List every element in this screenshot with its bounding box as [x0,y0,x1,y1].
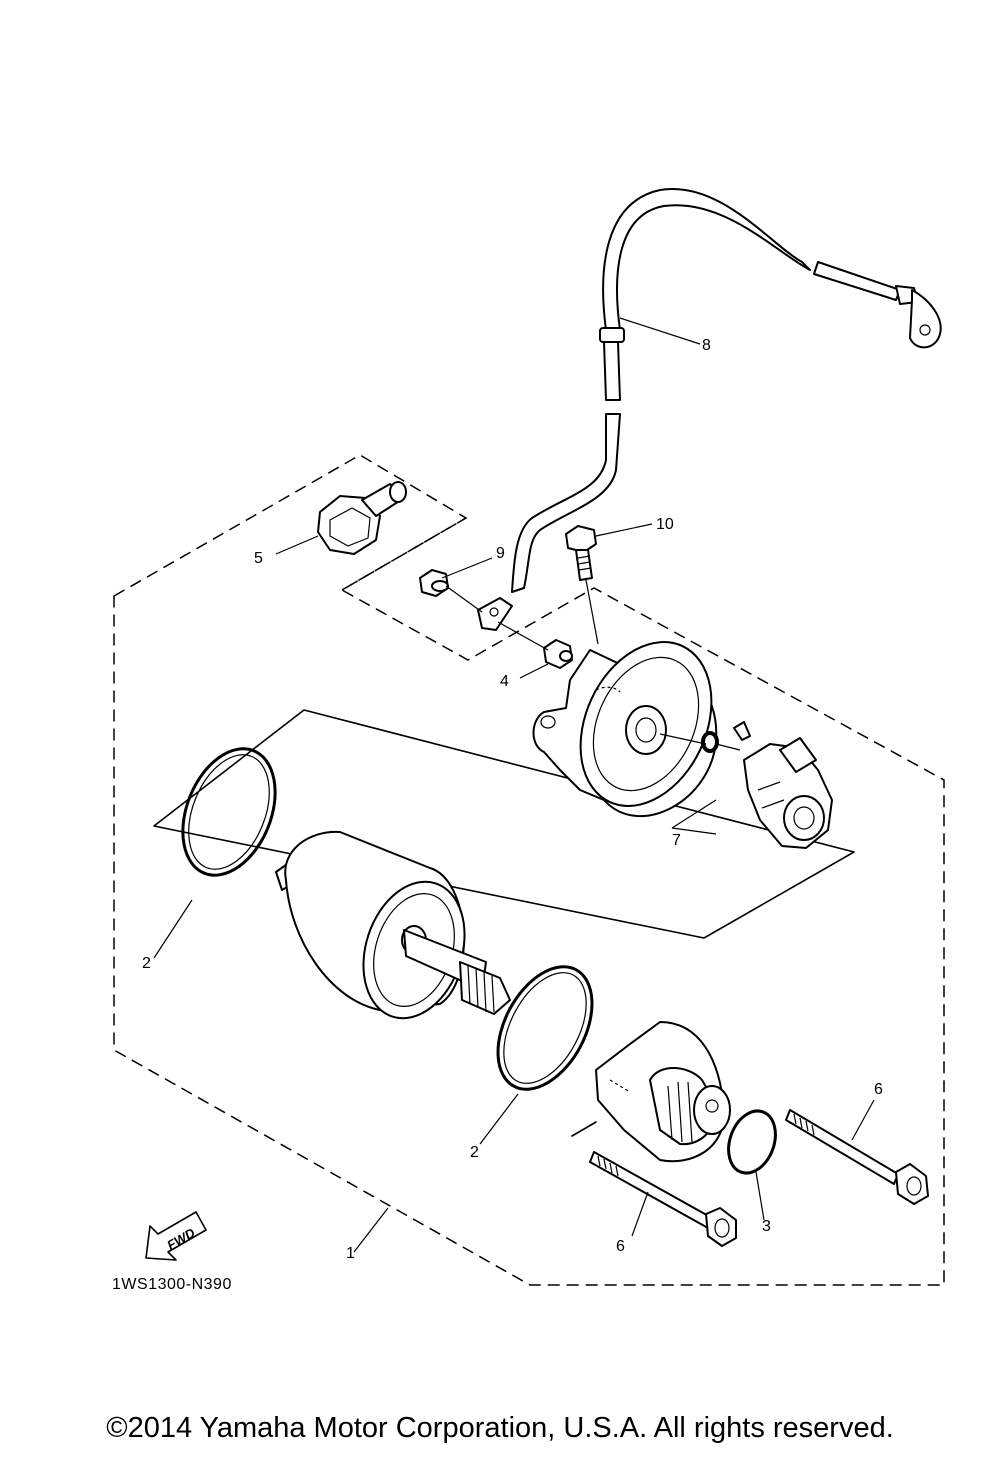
small-o-ring [701,731,719,753]
alignment-lines [445,579,741,751]
callout-9: 9 [496,545,505,562]
copyright-notice: ©2014 Yamaha Motor Corporation, U.S.A. A… [106,1412,894,1444]
callout-2-lower: 2 [470,1144,479,1161]
assembly-outline-main [113,454,945,1286]
starter-yoke-body [275,830,511,1020]
o-ring-part-3 [727,1109,777,1175]
leader-lines [153,317,875,1253]
o-ring-part-2-lower [496,965,594,1091]
callout-3: 3 [762,1218,771,1235]
long-bolt-part-6-lower [589,1151,737,1247]
callout-6-lower: 6 [616,1238,625,1255]
tool-part-5 [317,481,407,555]
armature-group-bracket [153,709,855,939]
end-cover-bracket [571,1121,597,1137]
diagram-code: 1WS1300-N390 [112,1276,232,1293]
o-ring-part-2-upper [181,747,277,877]
nut-part-4 [543,639,573,669]
cable-lead-wire [511,187,942,593]
callout-5: 5 [254,550,263,567]
callout-6-upper: 6 [874,1081,883,1098]
front-bracket-housing [532,641,718,818]
callout-10: 10 [656,516,674,533]
fwd-arrow-icon: FWD [145,1211,207,1261]
callout-2-upper: 2 [142,955,151,972]
callout-7: 7 [672,832,681,849]
callout-1: 1 [346,1245,355,1262]
assembly-outline-hardware [341,517,467,591]
brush-holder-part-7 [733,721,833,849]
bolt-part-10 [565,525,597,581]
rear-end-cover [595,1021,731,1163]
terminal-eyelet [477,597,513,631]
callout-8: 8 [702,337,711,354]
long-bolt-part-6-upper [785,1109,929,1205]
callout-4: 4 [500,673,509,690]
fwd-label: FWD [164,1225,198,1253]
nut-part-9 [419,569,449,597]
